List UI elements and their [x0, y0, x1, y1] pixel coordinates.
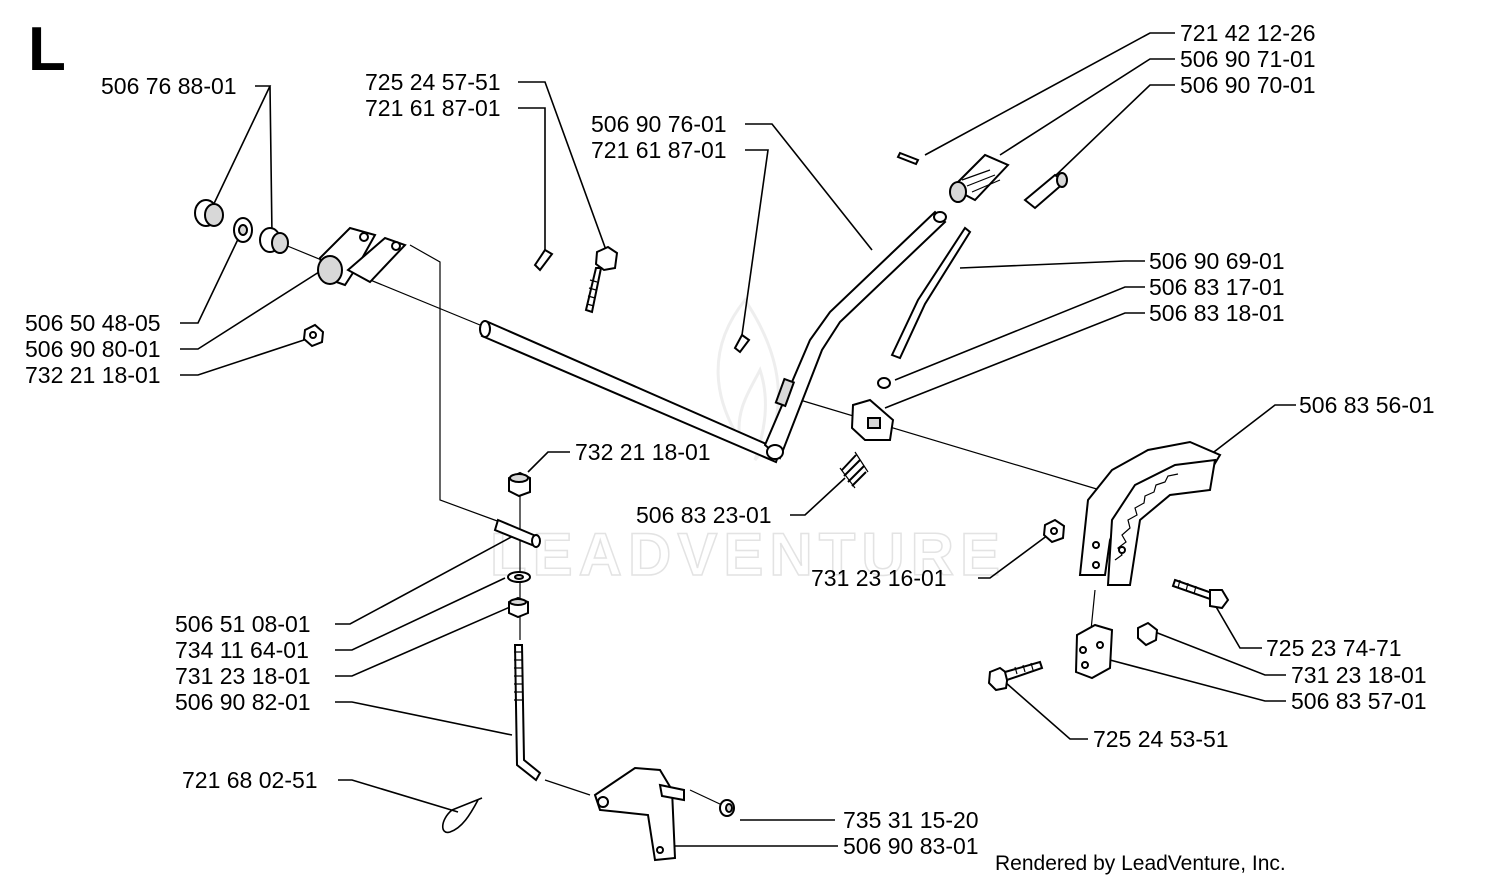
gear-quadrant-icon — [1078, 440, 1222, 586]
parts-drawing — [194, 151, 1230, 862]
part-label[interactable]: 506 90 82-01 — [175, 689, 311, 715]
part-label[interactable]: 735 31 15-20 — [843, 807, 979, 833]
threaded-pin-icon — [1023, 172, 1068, 210]
washer-icon — [507, 571, 531, 583]
part-label[interactable]: 721 68 02-51 — [182, 767, 318, 793]
part-label[interactable]: 506 90 71-01 — [1180, 46, 1316, 72]
part-label[interactable]: 506 83 18-01 — [1149, 300, 1285, 326]
part-label[interactable]: 725 23 74-71 — [1266, 635, 1402, 661]
part-label[interactable]: 721 42 12-26 — [1180, 20, 1316, 46]
hex-nut-icon — [1042, 518, 1066, 544]
part-label[interactable]: 725 24 57-51 — [365, 69, 501, 95]
pivot-pin-icon — [493, 518, 541, 548]
clamp-block-icon — [1074, 623, 1114, 680]
watermark-text: LEADVENTURE — [490, 521, 1006, 588]
part-label[interactable]: 506 83 17-01 — [1149, 274, 1285, 300]
part-label[interactable]: 734 11 64-01 — [175, 637, 309, 663]
part-label[interactable]: 506 90 83-01 — [843, 833, 979, 859]
part-label[interactable]: 506 90 76-01 — [591, 111, 727, 137]
bolt-icon — [987, 660, 1044, 692]
shift-rod-icon — [479, 210, 947, 464]
part-label[interactable]: 731 23 18-01 — [175, 663, 311, 689]
bolt-icon — [584, 245, 619, 314]
part-label[interactable]: 506 83 56-01 — [1299, 392, 1435, 418]
hairpin-clip-icon — [441, 797, 483, 834]
part-label[interactable]: 506 90 69-01 — [1149, 248, 1285, 274]
part-label[interactable]: 731 23 16-01 — [811, 565, 947, 591]
part-label[interactable]: 721 61 87-01 — [591, 137, 727, 163]
cotter-pin-icon — [533, 248, 751, 354]
part-label[interactable]: 506 76 88-01 — [101, 73, 237, 99]
shift-arm-icon — [593, 766, 685, 862]
part-label[interactable]: 725 24 53-51 — [1093, 726, 1229, 752]
bolt-icon — [1171, 578, 1230, 610]
part-label[interactable]: 731 23 18-01 — [1291, 662, 1427, 688]
part-label[interactable]: 506 90 70-01 — [1180, 72, 1316, 98]
part-label[interactable]: 506 51 08-01 — [175, 611, 311, 637]
grip-icon — [949, 153, 1010, 203]
hex-nut-icon — [1137, 621, 1159, 647]
section-letter: L — [28, 15, 66, 84]
credit-text: Rendered by LeadVenture, Inc. — [995, 852, 1286, 875]
latch-icon — [850, 377, 895, 441]
spring-pin-icon — [896, 151, 920, 166]
spacer-icon — [194, 199, 289, 254]
rod-icon — [890, 226, 972, 360]
shift-link-icon — [513, 644, 542, 782]
hex-nut-icon — [508, 471, 531, 498]
clevis-bracket-icon — [317, 226, 407, 287]
spring-icon — [839, 451, 869, 489]
part-label[interactable]: 506 83 57-01 — [1291, 688, 1427, 714]
part-label[interactable]: 732 21 18-01 — [575, 439, 711, 465]
part-label[interactable]: 506 83 23-01 — [636, 502, 772, 528]
part-labels: 506 76 88-01 725 24 57-51 721 61 87-01 5… — [25, 20, 1435, 859]
part-label[interactable]: 721 61 87-01 — [365, 95, 501, 121]
e-clip-icon — [719, 799, 735, 817]
part-label[interactable]: 732 21 18-01 — [25, 362, 161, 388]
hex-nut-icon — [302, 323, 325, 348]
part-label[interactable]: 506 90 80-01 — [25, 336, 161, 362]
part-label[interactable]: 506 50 48-05 — [25, 310, 161, 336]
hex-nut-icon — [508, 596, 529, 619]
